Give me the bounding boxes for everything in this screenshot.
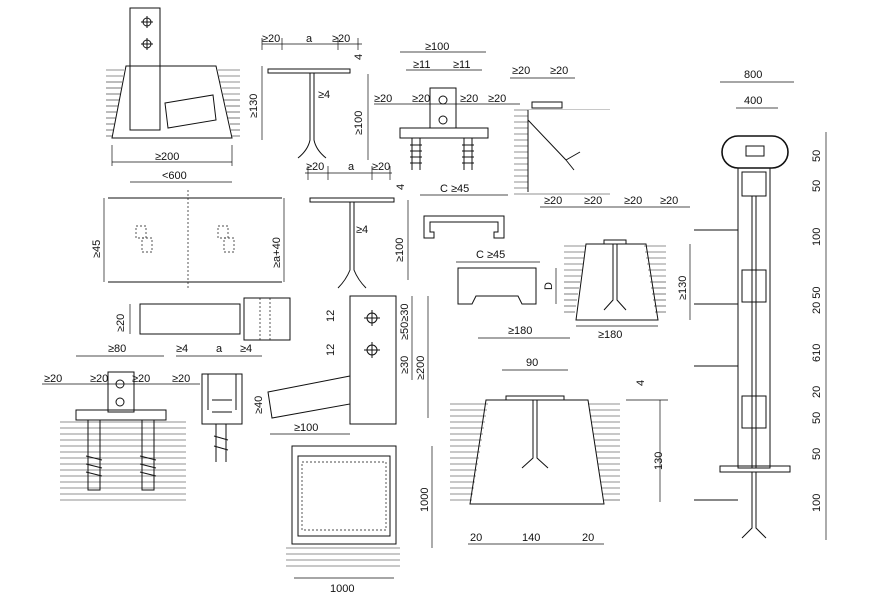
dim-ge11-l: ≥11 (413, 59, 430, 71)
dim-v100-2: 100 (811, 494, 823, 512)
dim-ge4-d: ≥4 (240, 343, 252, 355)
dim-ge4-a: ≥4 (318, 89, 330, 101)
dim-v50-1: 50 (811, 150, 823, 162)
dim-ge200-b: ≥200 (415, 356, 427, 380)
dim-a-top: a (306, 33, 313, 45)
dim-ge40: ≥40 (253, 396, 265, 414)
dim-4-a: 4 (353, 54, 365, 60)
dim-ge11-r: ≥11 (453, 59, 470, 71)
dim-ge20-9: ≥20 (512, 65, 530, 77)
dim-130: 130 (653, 452, 665, 470)
dim-ge100-c: ≥100 (294, 422, 318, 434)
dim-ge20-1: ≥20 (262, 33, 280, 45)
dim-800: 800 (744, 69, 762, 81)
dim-140: 140 (522, 532, 540, 544)
dim-400: 400 (744, 95, 762, 107)
dim-ge180-b: ≥180 (598, 329, 622, 341)
dim-1000-h: 1000 (330, 583, 354, 595)
column-footing-detail: ≥200 <600 ≥130 (106, 7, 263, 183)
dim-ge20-18: ≥20 (660, 195, 678, 207)
dim-ge20-10: ≥20 (115, 314, 127, 332)
dim-ge20-12: ≥20 (90, 373, 108, 385)
dim-a-mid: a (348, 161, 355, 173)
dim-ge20-4: ≥20 (372, 161, 390, 173)
dim-ge20-6: ≥20 (412, 93, 430, 105)
dim-ge20-3: ≥20 (306, 161, 324, 173)
dim-ge4-c: ≥4 (176, 343, 188, 355)
dim-ge200: ≥200 (155, 151, 179, 163)
dim-ge20-15: ≥20 (544, 195, 562, 207)
bar-end-detail: ≥20 (115, 297, 291, 341)
dim-ge20-17: ≥20 (624, 195, 642, 207)
dim-ge20-5: ≥20 (374, 93, 392, 105)
dim-v610: 610 (811, 344, 823, 362)
dim-4-b: 4 (395, 184, 407, 190)
dim-ge180-a: ≥180 (508, 325, 532, 337)
dim-ge100-top: ≥100 (425, 41, 449, 53)
plan-view-inserts: ≥45 ≥a+40 (91, 190, 285, 290)
dim-ge20-9b: ≥20 (550, 65, 568, 77)
large-footing-detail: ≥180 90 4 130 20 140 20 (450, 325, 668, 545)
dim-c45-b: C ≥45 (476, 249, 505, 261)
dim-90: 90 (526, 357, 538, 369)
dim-a-small: a (216, 343, 223, 355)
dim-v50-4: 50 (811, 412, 823, 424)
dim-v50-3: 20 50 (811, 286, 823, 314)
dim-ge45: ≥45 (91, 240, 103, 258)
dim-ge130-a: ≥130 (248, 94, 260, 118)
dim-ge20-8: ≥20 (488, 93, 506, 105)
dim-v100-1: 100 (811, 228, 823, 246)
dim-lt600: <600 (162, 170, 187, 182)
small-clamp-detail: ≥4 a ≥4 (176, 343, 262, 462)
dim-ge20-13: ≥20 (132, 373, 150, 385)
panel-elevation: 1000 1000 (286, 445, 433, 595)
dim-20-left: 20 (470, 532, 482, 544)
dim-ge80: ≥80 (108, 343, 126, 355)
dim-ge20-14: ≥20 (172, 373, 190, 385)
tall-post-section: 800 400 50 50 100 20 50 610 20 50 50 100 (694, 69, 827, 540)
dim-ge20-16: ≥20 (584, 195, 602, 207)
small-footing-detail: ≥20 ≥20 ≥20 ≥20 ≥130 ≥180 (540, 195, 691, 341)
c-channel-details: C ≥45 C ≥45 D (420, 183, 557, 305)
dim-12-b: 12 (325, 344, 337, 356)
dim-ge30: ≥30 (399, 356, 411, 374)
dim-ge20-2: ≥20 (332, 33, 350, 45)
dim-v50-2: 50 (811, 180, 823, 192)
dim-a-plus-40: ≥a+40 (271, 237, 283, 268)
dim-c45-a: C ≥45 (440, 183, 469, 195)
wall-anchor-detail: ≥20 ≥20 (510, 65, 610, 195)
dim-ge100-a: ≥100 (353, 111, 365, 135)
ground-bolt-detail: ≥80 ≥20 ≥20 ≥20 ≥20 (42, 343, 200, 501)
dim-20-right: 20 (582, 532, 594, 544)
dim-v20: 20 (811, 386, 823, 398)
dim-ge100-b: ≥100 (394, 238, 406, 262)
dim-1000-v: 1000 (419, 488, 431, 512)
dim-d: D (543, 282, 555, 290)
dim-ge130-b: ≥130 (677, 276, 689, 300)
dim-v50-5: 50 (811, 448, 823, 460)
dim-ge20-11: ≥20 (44, 373, 62, 385)
wall-plate-angled-beam: 12 12 ≥50≥30 ≥30 ≥200 ≥100 ≥40 (253, 295, 429, 435)
plate-beam-detail-upper: ≥20 a ≥20 4 ≥4 ≥100 (261, 33, 369, 160)
dim-12-a: 12 (325, 310, 337, 322)
dim-ge4-b: ≥4 (356, 224, 368, 236)
plate-beam-detail-lower: ≥20 a ≥20 4 ≥4 ≥100 (305, 161, 409, 289)
dim-ge20-7: ≥20 (460, 93, 478, 105)
dim-ge50-30: ≥50≥30 (399, 303, 411, 340)
bolted-bracket-detail: ≥100 ≥11 ≥11 ≥20 ≥20 ≥20 ≥20 (374, 41, 520, 170)
dim-4-c: 4 (635, 380, 647, 386)
